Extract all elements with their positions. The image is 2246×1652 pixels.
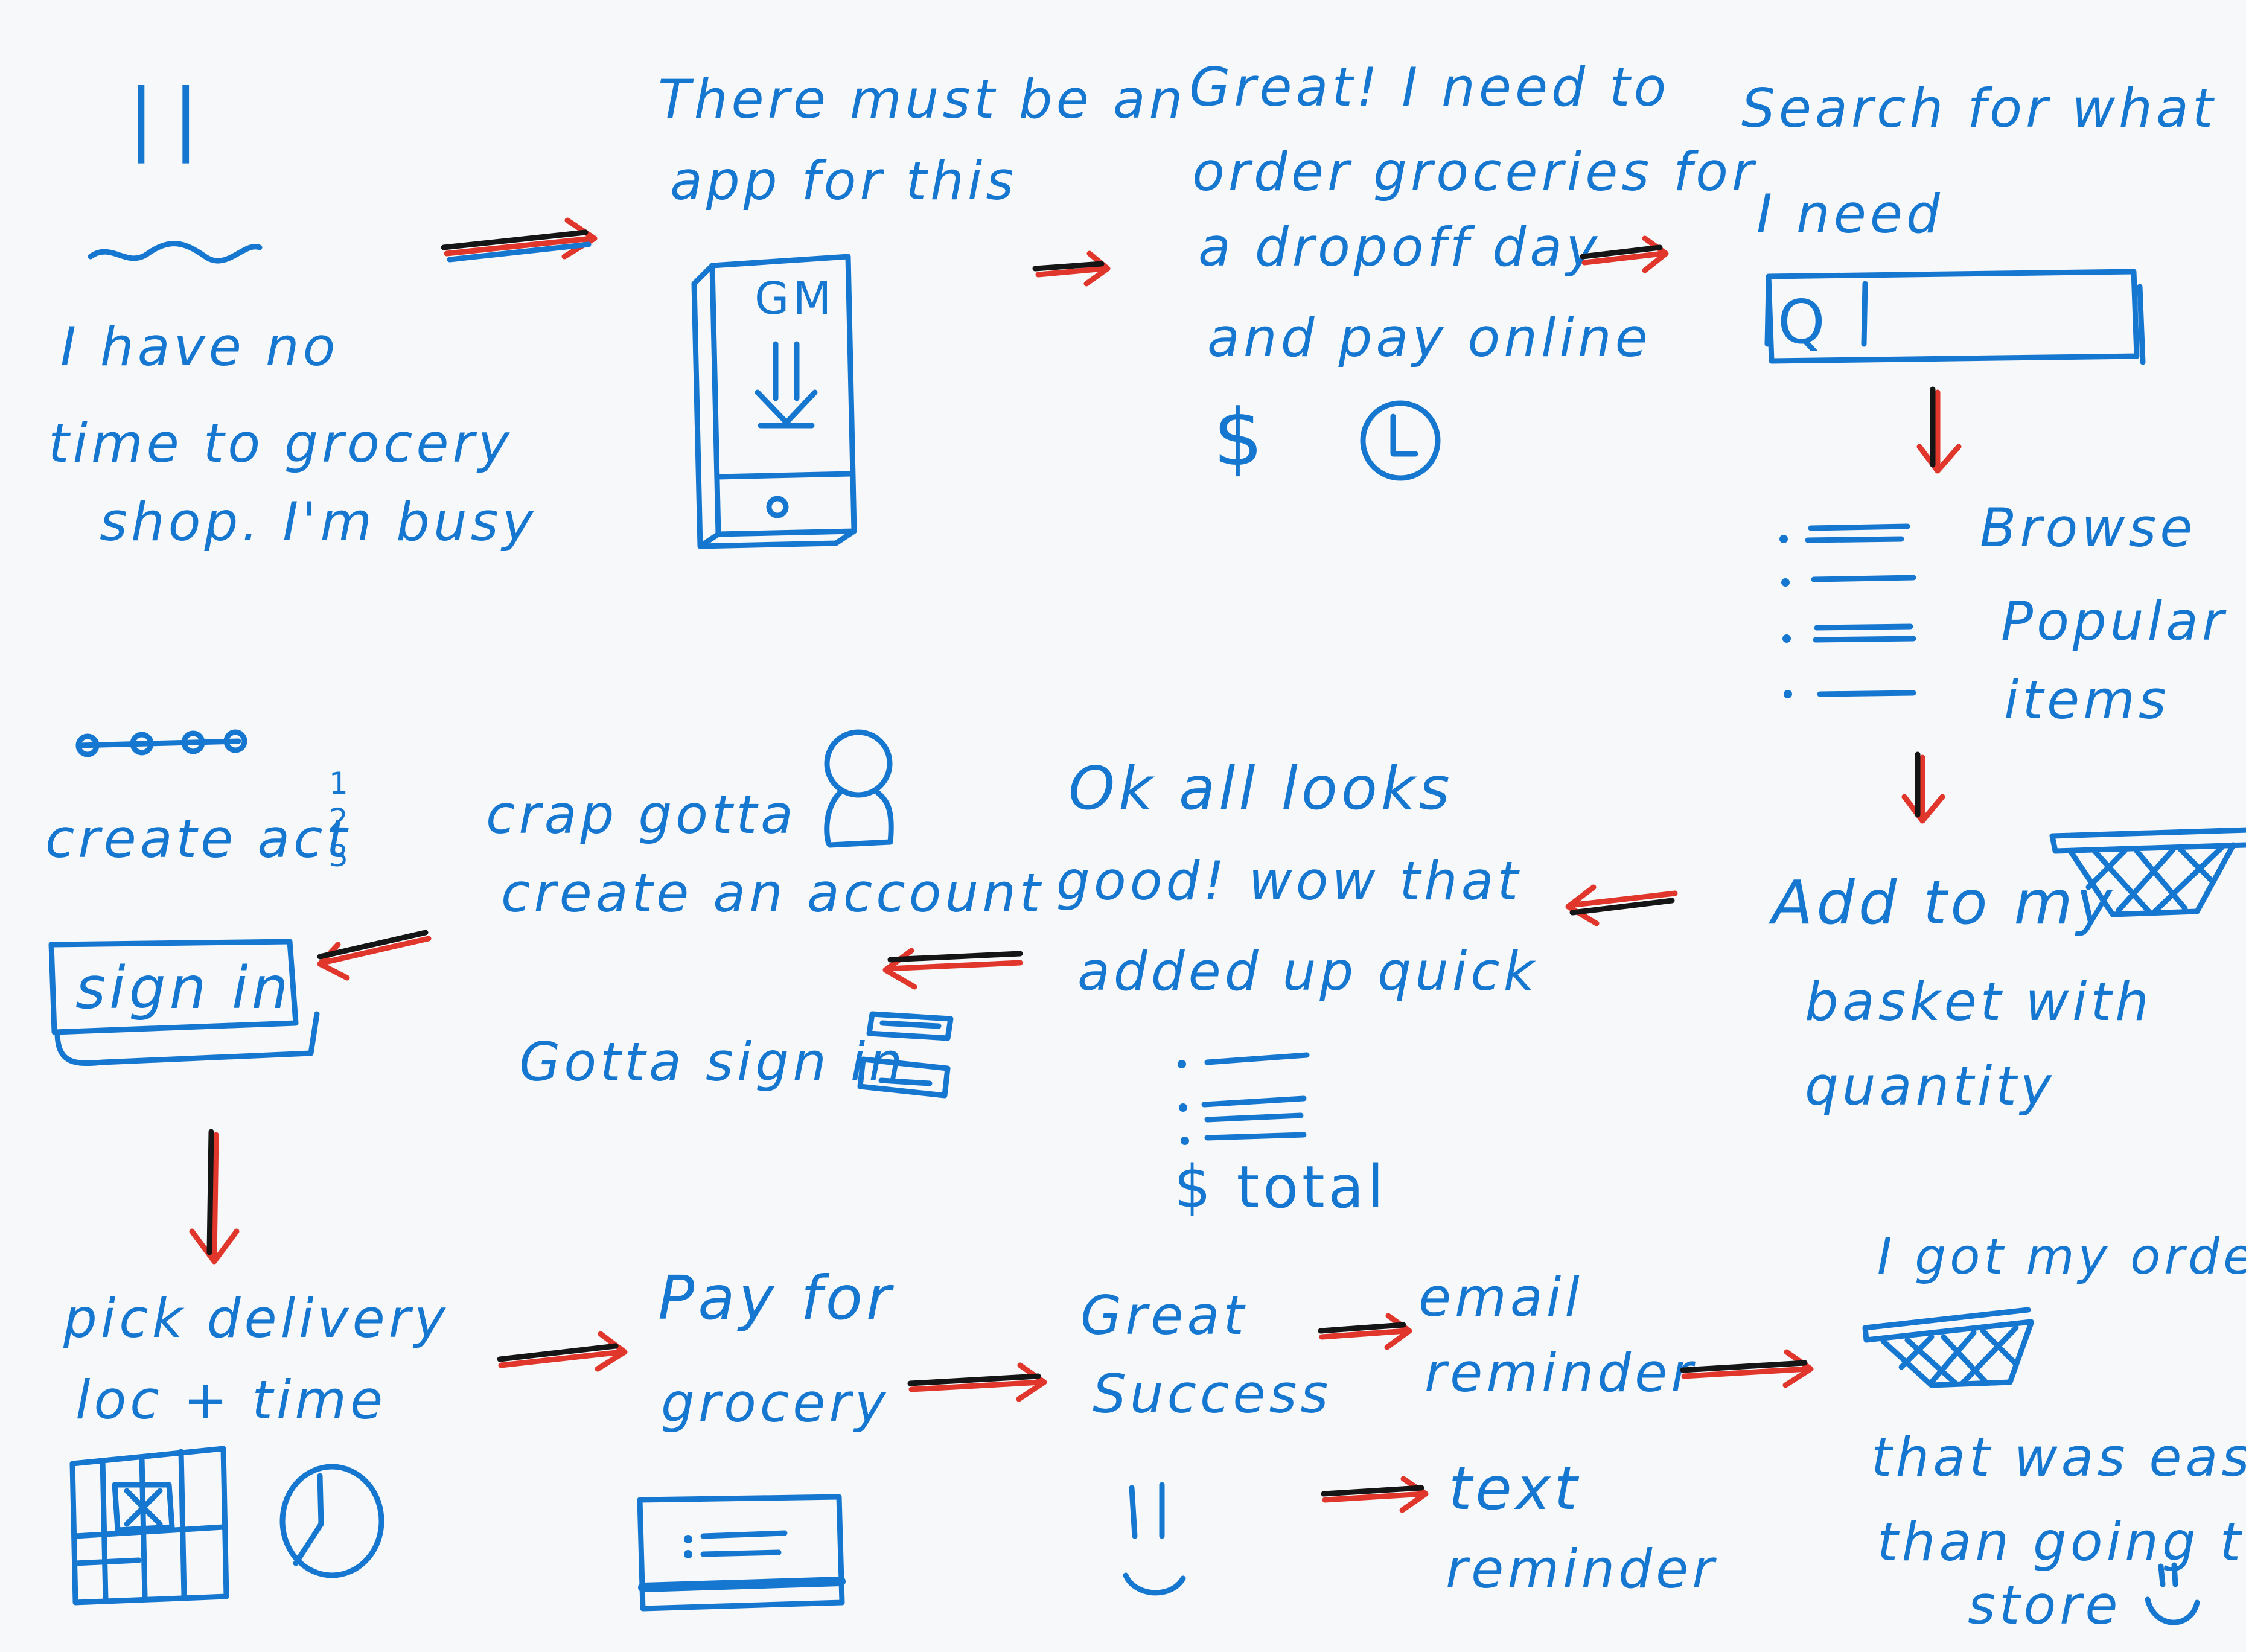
step-12-great-success: Great Success	[1080, 1284, 1332, 1596]
step-9-sign-in: create act 1 2 3 sign in	[45, 729, 352, 1067]
receipt-list-icon	[1178, 1052, 1310, 1145]
total-label: $ total	[1174, 1153, 1387, 1221]
arrow-6-to-7	[1565, 884, 1678, 926]
step-number-3: 3	[329, 838, 352, 873]
clock-icon	[279, 1464, 384, 1578]
phone-download-icon: GM	[691, 254, 857, 549]
arrow-4-to-5	[1916, 386, 1962, 474]
search-glyph: Q	[1778, 287, 1829, 357]
step-1-line-2: time to grocery	[48, 412, 513, 474]
step-1-no-time: || I have no time to grocery shop. I'm b…	[48, 72, 537, 553]
step-10-line-2: loc + time	[75, 1369, 386, 1431]
arrow-3-to-4	[1580, 235, 1669, 273]
step-11-pay: Pay for grocery	[637, 1263, 895, 1612]
basket-icon	[1862, 1307, 2034, 1388]
map-location-icon	[69, 1446, 229, 1606]
arrow-13-to-15	[1680, 1349, 1814, 1388]
arrow-1-to-2	[441, 217, 598, 263]
dollar-icon: $	[1213, 392, 1267, 483]
step-7-line-2: good! wow that	[1056, 850, 1522, 912]
step-13-email-reminder: email reminder	[1418, 1266, 1696, 1404]
arrow-2-to-3	[1032, 250, 1111, 287]
step-4-line-1: Search for what	[1741, 77, 2216, 139]
arrow-12-to-14	[1321, 1476, 1429, 1513]
search-bar-icon: Q	[1764, 269, 2146, 365]
list-icon	[1779, 523, 1916, 698]
arrow-9-to-10	[189, 1129, 240, 1265]
step-7-line-1: Ok all looks	[1068, 754, 1453, 823]
step-3-line-1: Great! I need to	[1189, 56, 1670, 118]
payment-card-icon	[637, 1494, 846, 1612]
basket-icon	[2049, 827, 2246, 917]
step-3-line-4: and pay online	[1207, 307, 1651, 369]
step-11-line-2: grocery	[661, 1372, 890, 1434]
step-7-review-total: Ok all looks good! wow that added up qui…	[1056, 754, 1538, 1221]
step-8-line-1: crap gotta	[486, 783, 797, 846]
step-1-line-3: shop. I'm busy	[100, 491, 537, 553]
step-3-line-2: order groceries for	[1192, 141, 1757, 203]
step-10-line-1: pick delivery	[63, 1287, 449, 1350]
sign-in-label: sign in	[75, 954, 292, 1022]
phone-app-label: GM	[755, 273, 835, 325]
frustration-mark: ||	[128, 72, 217, 164]
step-3-line-3: a dropoff day	[1198, 216, 1601, 278]
step-6-add-to-basket: Add to my basket with quantity	[1768, 827, 2246, 1117]
step-15-top: I got my order	[1877, 1228, 2246, 1286]
squiggle-mouth-icon	[88, 241, 263, 264]
step-9-line-1: create act	[45, 808, 351, 870]
user-avatar-icon	[824, 729, 894, 848]
step-15-line-2: than going to	[1877, 1511, 2246, 1573]
step-6-line-2: basket with	[1805, 971, 2152, 1033]
step-4-search: Search for what I need Q	[1741, 77, 2216, 365]
step-14-text-reminder: text reminder	[1446, 1455, 1717, 1600]
arrow-8-to-9	[317, 930, 432, 981]
step-3-order-groceries: Great! I need to order groceries for a d…	[1189, 56, 1757, 483]
smiley-face-icon	[2145, 1562, 2200, 1625]
step-14-line-1: text	[1449, 1455, 1581, 1523]
step-12-line-1: Great	[1080, 1284, 1248, 1347]
step-15-line-3: store	[1968, 1574, 2122, 1636]
step-8-sub: Gotta sign in	[519, 1031, 906, 1093]
step-5-line-2: Popular	[2001, 590, 2227, 652]
arrow-12-to-13	[1318, 1313, 1412, 1350]
step-7-line-3: added up quick	[1077, 940, 1538, 1003]
step-6-line-3: quantity	[1805, 1055, 2055, 1117]
step-10-pick-delivery: pick delivery loc + time	[63, 1287, 449, 1606]
arrow-5-to-6	[1901, 751, 1945, 824]
arrow-10-to-11	[497, 1331, 628, 1372]
step-8-create-account: crap gotta create an account Gotta sign …	[486, 729, 1044, 1099]
step-number-2: 2	[329, 802, 352, 837]
step-2-line-2: app for this	[670, 150, 1017, 212]
step-13-line-1: email	[1418, 1266, 1583, 1328]
clock-icon	[1360, 400, 1441, 481]
step-8-line-2: create an account	[501, 862, 1044, 924]
step-12-line-2: Success	[1093, 1363, 1332, 1425]
step-4-line-2: I need	[1756, 183, 1944, 245]
arrow-7-to-8	[882, 948, 1023, 990]
login-form-icon	[857, 1011, 954, 1099]
step-2-there-must-be-an-app: There must be an app for this GM	[658, 68, 1186, 549]
step-15-got-my-order: I got my order that was easier than goin…	[1862, 1228, 2246, 1636]
step-6-line-1: Add to my	[1768, 867, 2116, 938]
step-13-line-2: reminder	[1424, 1342, 1696, 1404]
step-5-line-3: items	[2004, 669, 2170, 731]
step-5-browse: Browse Popular items	[1779, 497, 2227, 731]
step-14-line-2: reminder	[1446, 1538, 1717, 1600]
step-number-1: 1	[329, 766, 352, 801]
step-1-line-1: I have no	[60, 316, 339, 378]
arrow-11-to-12	[907, 1362, 1047, 1402]
step-15-line-1: that was easier	[1871, 1426, 2246, 1488]
smiley-face-icon	[1123, 1482, 1186, 1596]
step-5-line-1: Browse	[1980, 497, 2196, 559]
sign-in-button-sketch: sign in	[48, 939, 320, 1067]
step-2-line-1: There must be an	[658, 68, 1186, 130]
progress-dots-icon	[75, 729, 247, 757]
step-11-line-1: Pay for	[658, 1263, 895, 1333]
